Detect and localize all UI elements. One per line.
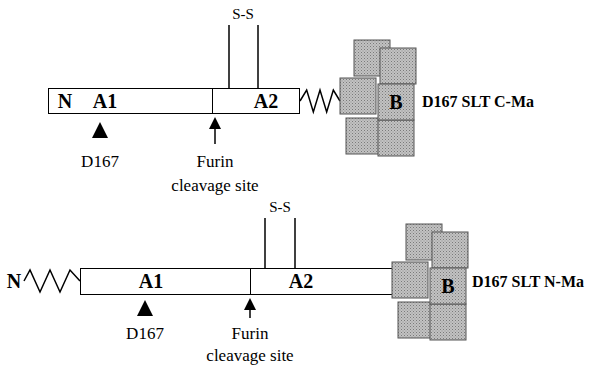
b-subunit [430, 304, 466, 340]
domain-label: A2 [254, 90, 278, 112]
domain-label: B [441, 275, 454, 297]
domain-label: N [58, 90, 72, 112]
disulfide-tick [294, 218, 296, 268]
b-subunit [340, 78, 376, 114]
b-subunit [430, 268, 466, 304]
cleavage-label: Furin cleavage site [203, 323, 297, 367]
domain-label: A2 [289, 270, 313, 292]
domain-label: A1 [93, 90, 117, 112]
b-subunit [392, 262, 428, 298]
b-subunit [346, 118, 382, 154]
b-pentamer: BD167 SLT N-Ma [392, 224, 468, 342]
furin-arrow [214, 128, 216, 144]
b-subunit [378, 120, 414, 156]
a2-domain-box: A2 [212, 88, 300, 114]
cleavage-label: Furin cleavage site [168, 150, 262, 198]
linker-zigzag [300, 90, 340, 112]
b-subunit [378, 84, 414, 120]
domain-label: A1 [139, 270, 163, 292]
a1-domain-box: A1 [80, 268, 251, 295]
construct-name: D167 SLT C-Ma [422, 93, 534, 111]
a1-domain-box: N A1 [48, 88, 214, 114]
mutation-label: D167 [126, 325, 164, 344]
furin-arrowhead [244, 298, 256, 310]
b-subunit [432, 232, 468, 268]
b-pentamer: BD167 SLT C-Ma [340, 40, 418, 158]
terminus-label: N [7, 270, 21, 292]
disulfide-label: S-S [269, 199, 291, 216]
mutation-triangle [137, 300, 153, 316]
b-subunit [398, 302, 434, 338]
pentamer-picture [340, 40, 418, 158]
disulfide-tick [228, 25, 230, 88]
linker-zigzag [24, 270, 80, 292]
a2-domain-box: A2 [250, 268, 415, 295]
disulfide-tick [257, 25, 259, 88]
mutation-label: D167 [81, 153, 119, 172]
furin-arrow [249, 309, 251, 318]
construct-name: D167 SLT N-Ma [472, 273, 584, 291]
pentamer-picture [392, 224, 468, 342]
furin-arrowhead [209, 117, 221, 129]
disulfide-tick [264, 218, 266, 268]
mutation-triangle [92, 122, 108, 138]
domain-label: B [389, 91, 402, 113]
b-subunit [380, 48, 416, 84]
disulfide-label: S-S [232, 6, 254, 23]
